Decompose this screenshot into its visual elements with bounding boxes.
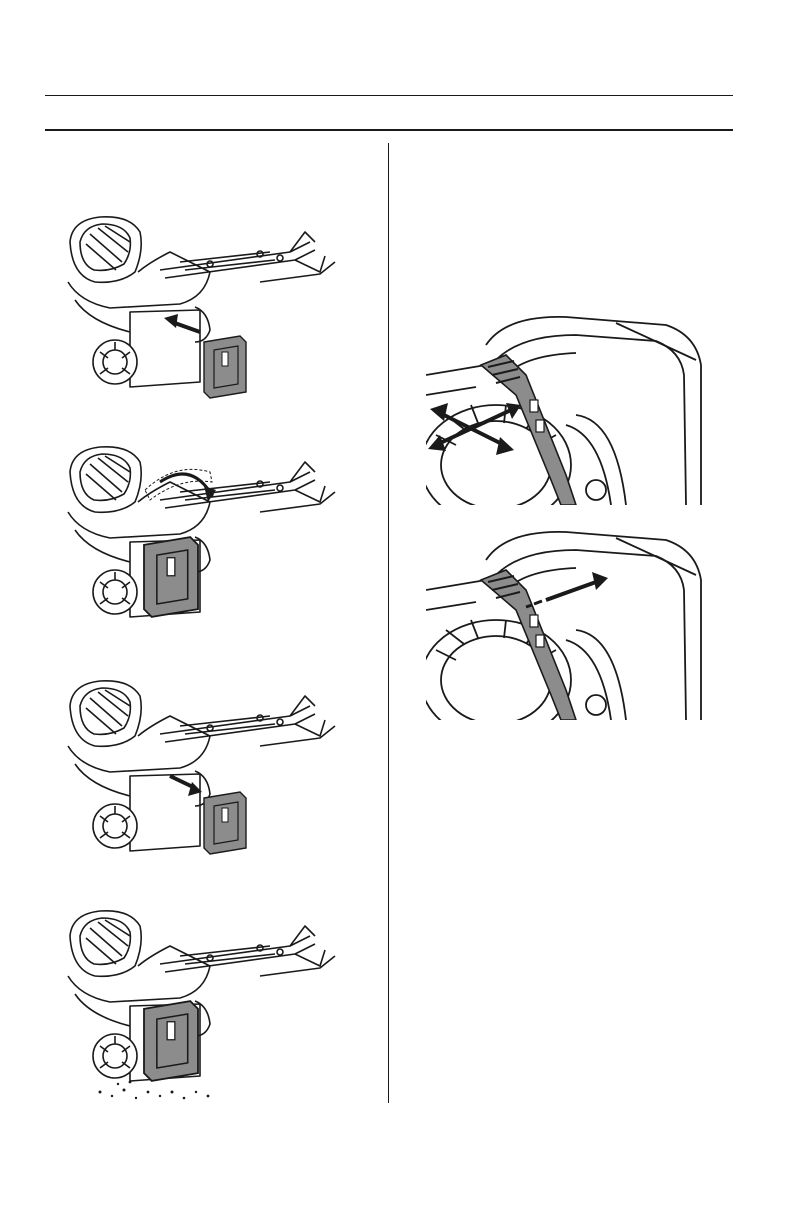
mower-bag-attach-illustration	[60, 212, 340, 412]
mower-bag-remove-illustration	[60, 676, 340, 876]
column-divider	[388, 143, 389, 1103]
height-lever-lock-illustration	[426, 520, 706, 720]
header-rule-top	[45, 95, 733, 96]
header-rule-bottom	[45, 129, 733, 131]
mower-mulching-illustration	[60, 906, 340, 1106]
height-lever-adjust-illustration	[426, 305, 706, 505]
mower-flap-close-illustration	[60, 442, 340, 642]
